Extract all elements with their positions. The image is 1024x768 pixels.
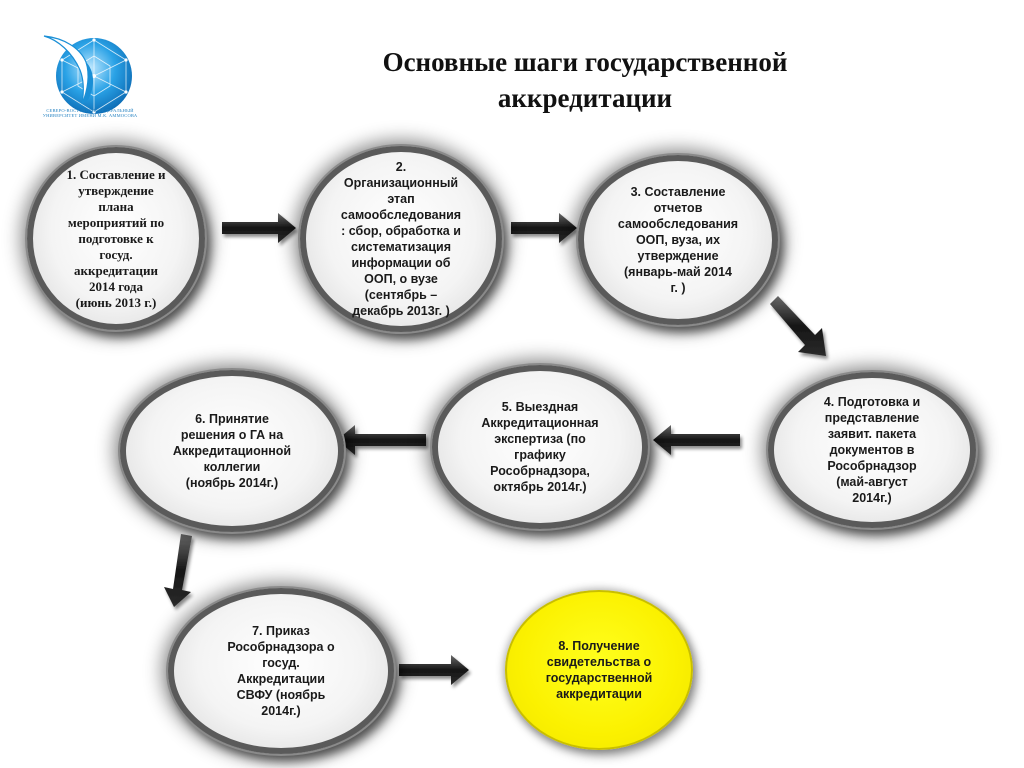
arrow-step3-to-step4 bbox=[770, 296, 826, 356]
step-3-label: 3. Составление отчетов самообследования … bbox=[617, 185, 739, 295]
step-7-label: 7. Приказ Рособрнадзора о госуд. Аккреди… bbox=[227, 624, 335, 718]
step-5-label: 5. Выездная Аккредитационная экспертиза … bbox=[481, 400, 599, 494]
step-2-label: 2. Организационный этап самообследования… bbox=[340, 160, 462, 318]
arrow-step7-to-step8 bbox=[399, 655, 469, 685]
arrow-step5-to-step6 bbox=[337, 425, 426, 455]
step-1-label: 1. Составление и утверждение плана мероп… bbox=[66, 166, 166, 310]
page-title: Основные шаги государственной аккредитац… bbox=[300, 44, 870, 116]
step-7-node: 7. Приказ Рособрнадзора о госуд. Аккреди… bbox=[168, 588, 394, 754]
step-8-label: 8. Получение свидетельства о государстве… bbox=[545, 639, 653, 701]
arrow-step4-to-step5 bbox=[653, 425, 740, 455]
university-logo bbox=[43, 35, 132, 114]
title-line-1: Основные шаги государственной bbox=[382, 47, 788, 77]
step-8-node: 8. Получение свидетельства о государстве… bbox=[505, 590, 693, 750]
logo-caption: СЕВЕРО-ВОСТОЧНЫЙ ФЕДЕРАЛЬНЫЙ УНИВЕРСИТЕТ… bbox=[42, 108, 138, 118]
step-4-label: 4. Подготовка и представление заявит. па… bbox=[823, 395, 921, 505]
arrow-step6-to-step7 bbox=[164, 534, 192, 607]
step-3-node: 3. Составление отчетов самообследования … bbox=[578, 155, 778, 325]
step-4-node: 4. Подготовка и представление заявит. па… bbox=[768, 372, 976, 528]
step-6-label: 6. Принятие решения о ГА на Аккредитацио… bbox=[172, 412, 292, 490]
arrow-step1-to-step2 bbox=[222, 213, 296, 243]
step-1-node: 1. Составление и утверждение плана мероп… bbox=[27, 147, 205, 330]
step-2-node: 2. Организационный этап самообследования… bbox=[300, 146, 502, 332]
step-5-node: 5. Выездная Аккредитационная экспертиза … bbox=[432, 365, 648, 529]
step-6-node: 6. Принятие решения о ГА на Аккредитацио… bbox=[120, 370, 344, 532]
title-line-2: аккредитации bbox=[497, 83, 673, 113]
arrow-step2-to-step3 bbox=[511, 213, 577, 243]
